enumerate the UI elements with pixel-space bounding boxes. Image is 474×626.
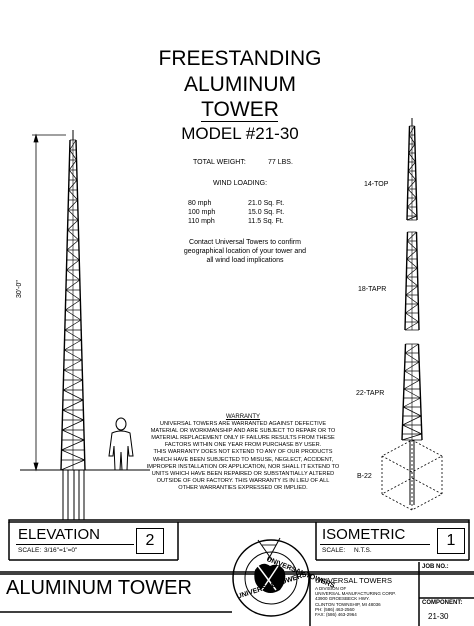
wind-loading-label: WIND LOADING: — [213, 180, 268, 187]
warranty-line: UNIVERSAL TOWERS ARE WARRANTED AGAINST D… — [159, 421, 327, 428]
wind-area-2: 15.0 Sq. Ft. — [248, 209, 285, 216]
warranty-line: OTHER WARRANTIES EXPRESSED OR IMPLIED. — [178, 484, 308, 491]
wind-area-1: 21.0 Sq. Ft. — [248, 200, 285, 207]
company-line: FAX: (586) 463-2964 — [315, 612, 357, 618]
elevation-tower — [60, 130, 86, 471]
section-label-low: 22-TAPR — [356, 390, 385, 397]
title-underline — [201, 121, 278, 122]
wind-speed-3: 110 mph — [188, 218, 215, 225]
warranty-block: WARRANTY UNIVERSAL TOWERS ARE WARRANTED … — [138, 414, 348, 492]
company-address: A DIVISION OF UNIVERSAL MANUFACTURING CO… — [315, 586, 396, 617]
contact-line: geographical location of your tower and — [183, 248, 307, 255]
person-scale-figure — [108, 417, 134, 471]
title-line-3: TOWER — [201, 98, 279, 121]
company-name: UNIVERSAL TOWERS — [315, 576, 392, 585]
section-label-top: 14-TOP — [364, 181, 389, 188]
section-label-mid: 18-TAPR — [358, 286, 387, 293]
wind-area-3: 11.5 Sq. Ft. — [248, 218, 284, 225]
contact-note: Contact Universal Towers to confirm geog… — [160, 238, 330, 265]
title-line-1: FREESTANDING — [158, 47, 322, 70]
height-dimension-line — [30, 133, 66, 472]
warranty-line: IMPROPER INSTALLATION OR APPLICATION, NO… — [146, 463, 340, 470]
drawing-title: ALUMINUM TOWER — [6, 577, 192, 599]
isometric-scale-value: N.T.S. — [354, 547, 372, 554]
company-line: CLINTON TOWNSHIP, MI 48036 — [315, 601, 381, 607]
height-dimension-text: 30'-0" — [16, 280, 23, 298]
warranty-line: UNITS WHICH HAVE BEEN REPAIRED OR SUBSTA… — [151, 470, 335, 477]
elevation-underline — [16, 544, 134, 545]
contact-line: all wind load implications — [206, 257, 284, 264]
title-frame — [0, 519, 474, 626]
warranty-line: FACTORS WITHIN ONE YEAR FROM PURCHASE BY… — [164, 442, 322, 449]
elevation-scale-value: 3/16"=1'=0" — [44, 547, 78, 554]
warranty-line: OUTSIDE OF OUR FACTORY. THIS WARRANTY IS… — [156, 477, 330, 484]
universal-towers-logo — [232, 537, 310, 617]
warranty-line: MATERIAL OR WORKMANSHIP AND ARE SUBJECT … — [150, 428, 336, 435]
component-value: 21-30 — [428, 612, 449, 621]
company-line: PH: (586) 463-2560 — [315, 606, 355, 612]
job-no-label: JOB NO.: — [422, 564, 449, 570]
warranty-line: THIS WARRANTY DOES NOT EXTEND TO ANY OF … — [153, 449, 333, 456]
warranty-line: MATERIAL REPLACEMENT ONLY IF FAILURE RES… — [151, 435, 335, 442]
elevation-scale-label: SCALE: — [18, 547, 42, 554]
model-number: MODEL #21-30 — [181, 124, 299, 143]
total-weight-value: 77 LBS. — [268, 159, 293, 166]
contact-line: Contact Universal Towers to confirm — [189, 239, 301, 246]
company-line: UNIVERSAL MANUFACTURING CORP. — [315, 591, 396, 597]
isometric-tower — [381, 118, 443, 511]
wind-speed-2: 100 mph — [188, 209, 216, 216]
isometric-scale-label: SCALE: — [322, 547, 346, 554]
section-label-base: B-22 — [357, 473, 372, 480]
title-line-2: ALUMINUM — [183, 73, 296, 96]
component-label: COMPONENT: — [422, 600, 463, 606]
isometric-label: ISOMETRIC — [322, 526, 406, 543]
warranty-line: WHICH HAVE BEEN SUBJECTED TO MISUSE, NEG… — [152, 456, 334, 463]
elevation-base-lines — [20, 469, 150, 520]
warranty-heading: WARRANTY — [225, 414, 261, 420]
wind-speed-1: 80 mph — [188, 200, 212, 207]
isometric-base-cage — [381, 439, 443, 511]
company-line: A DIVISION OF — [315, 586, 347, 591]
total-weight-label: TOTAL WEIGHT: — [193, 159, 246, 166]
elevation-view-number: 2 — [136, 528, 164, 554]
isometric-underline — [320, 544, 430, 545]
company-line: 43900 GROESBECK HWY. — [315, 596, 370, 602]
isometric-view-number: 1 — [437, 528, 465, 554]
elevation-label: ELEVATION — [18, 526, 100, 543]
